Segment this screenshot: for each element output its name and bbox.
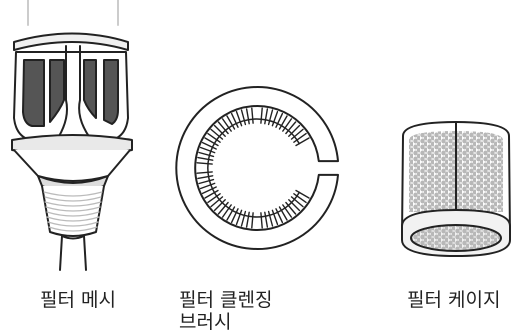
brush-bristle	[213, 199, 226, 212]
brush-bristle	[196, 162, 213, 165]
brush-bristle	[275, 112, 284, 128]
brush-bristle	[210, 128, 224, 140]
brush-bristle	[278, 115, 288, 130]
brush-bristle	[264, 211, 269, 228]
brush-bristle	[196, 171, 213, 174]
brush-bristle	[260, 107, 263, 124]
brush-bristle	[264, 108, 269, 125]
filter-mesh-caption: 필터 메시	[40, 289, 116, 311]
brush-bristle	[221, 118, 232, 132]
brush-bristle	[285, 121, 297, 135]
brush-bristle	[271, 209, 279, 226]
brush-bristle	[210, 196, 224, 208]
brush-bristle	[275, 208, 284, 224]
cleaning-brush-caption-line2: 브러시	[179, 311, 232, 331]
brush-bristle	[221, 204, 232, 218]
brush-bristle	[267, 109, 274, 126]
brush-bristle	[267, 210, 274, 227]
brush-bristle	[230, 112, 239, 128]
brush-bristle	[217, 121, 229, 135]
brush-bristle	[197, 175, 214, 180]
cleaning-brush-illustration	[175, 86, 339, 250]
brush-bristle	[278, 206, 288, 221]
brush-bristle	[293, 132, 307, 143]
brush-bristle	[199, 182, 216, 190]
cleaning-brush-caption-line1: 필터 클렌징	[179, 289, 273, 311]
brush-bristle	[207, 132, 221, 143]
brush-bristle	[293, 193, 307, 204]
brush-bristle	[295, 189, 310, 199]
brush-inner-arc	[207, 118, 301, 218]
cleaning-brush-caption: 필터 클렌징 브러시	[179, 289, 272, 331]
brush-bristle	[204, 189, 219, 199]
brush-bristle	[199, 146, 216, 154]
brush-bristle	[240, 109, 247, 126]
filter-mesh-illustration	[11, 0, 133, 271]
brush-bristle	[260, 212, 263, 229]
brush-bristle	[290, 128, 304, 140]
brush-bristle	[217, 201, 229, 215]
brush-bristle	[201, 141, 217, 150]
brush-bristle	[282, 118, 293, 132]
brush-bristle	[282, 204, 293, 218]
brush-bristle	[251, 107, 254, 124]
brush-bristle	[240, 210, 247, 227]
brush-bristle	[207, 193, 221, 204]
brush-bristle	[251, 212, 254, 229]
brush-bristle	[235, 209, 243, 226]
brush-bristle	[198, 178, 215, 185]
brush-bristle	[226, 115, 236, 130]
brush-bristle	[271, 110, 279, 127]
brush-bristle	[213, 124, 226, 137]
brush-bristle	[226, 206, 236, 221]
brush-bristle	[288, 124, 301, 137]
brush-bristle	[197, 156, 214, 161]
brush-bristle	[230, 208, 239, 224]
brush-bristle	[290, 196, 304, 208]
brush-bristle	[235, 110, 243, 127]
filter-case-illustration	[401, 121, 511, 257]
brush-bristle	[245, 108, 250, 125]
brush-bristle	[204, 137, 219, 147]
brush-bristle	[285, 201, 297, 215]
filter-case-caption: 필터 케이지	[407, 289, 501, 311]
brush-bristle	[198, 151, 215, 158]
brush-bristle	[245, 211, 250, 228]
brush-bristle	[288, 199, 301, 212]
brush-bristle	[201, 186, 217, 195]
brush-bristle	[295, 137, 310, 147]
